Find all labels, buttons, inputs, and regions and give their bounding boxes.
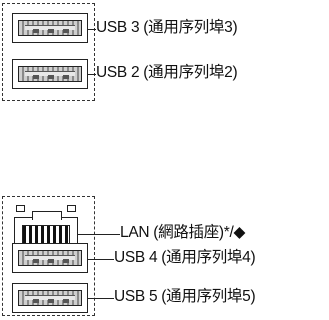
usb2-port-icon xyxy=(12,59,88,89)
usb4-label: USB 4 (通用序列埠4) xyxy=(114,249,256,266)
usb5-port-icon xyxy=(12,283,88,313)
bottom-connector-panel xyxy=(2,196,95,316)
top-connector-panel xyxy=(2,3,95,101)
lan-label: LAN (網路插座)*/◆ xyxy=(120,224,246,241)
usb3-label: USB 3 (通用序列埠3) xyxy=(96,19,238,36)
usb3-leader-line xyxy=(88,29,96,30)
usb5-leader-line xyxy=(88,298,114,299)
usb5-label: USB 5 (通用序列埠5) xyxy=(114,288,256,305)
usb4-leader-line xyxy=(88,259,114,260)
usb3-port-icon xyxy=(12,13,88,43)
usb2-label: USB 2 (通用序列埠2) xyxy=(96,64,238,81)
usb4-port-icon xyxy=(12,243,88,273)
lan-leader-line xyxy=(78,234,120,235)
usb2-leader-line xyxy=(88,74,96,75)
